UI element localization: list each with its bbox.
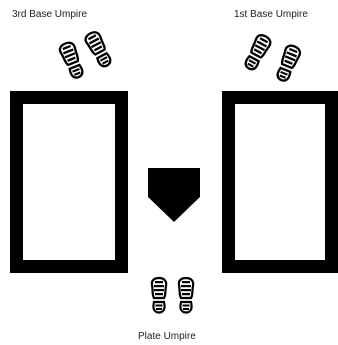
boot-print-icon bbox=[177, 276, 195, 314]
first-base-umpire-footprints bbox=[241, 31, 304, 85]
boot-print-icon bbox=[57, 39, 87, 82]
boot-print-icon bbox=[273, 42, 304, 85]
boot-print-icon bbox=[82, 28, 115, 71]
home-plate-icon bbox=[148, 168, 200, 222]
plate-umpire-label: Plate Umpire bbox=[138, 331, 196, 342]
right-batters-box bbox=[222, 91, 338, 273]
third-base-umpire-label: 3rd Base Umpire bbox=[12, 9, 88, 20]
left-batters-box bbox=[10, 91, 128, 273]
third-base-umpire-footprints bbox=[57, 28, 115, 82]
plate-umpire-footprints bbox=[150, 276, 195, 314]
first-base-umpire-label: 1st Base Umpire bbox=[234, 9, 308, 20]
boot-print-icon bbox=[241, 31, 274, 74]
boot-print-icon bbox=[150, 276, 168, 314]
